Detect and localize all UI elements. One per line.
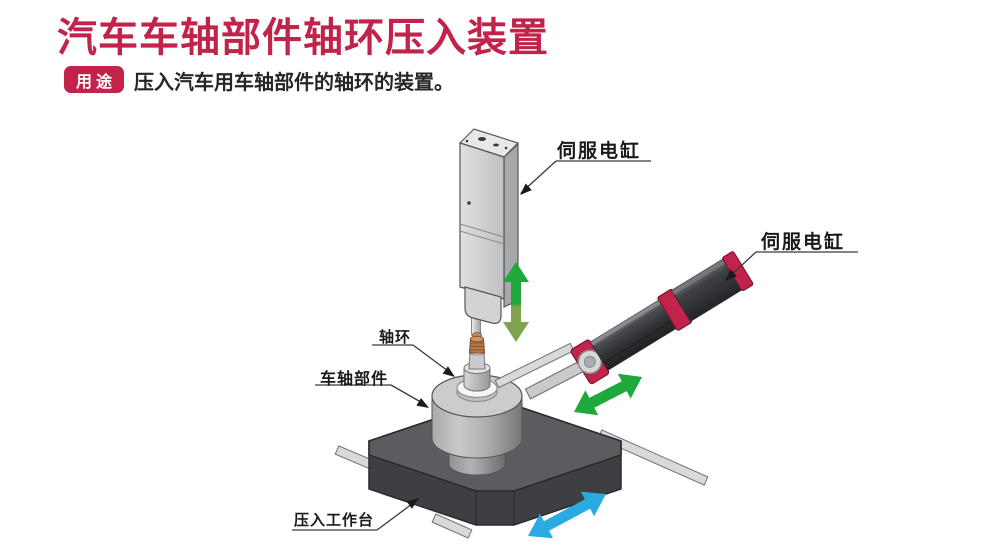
vcyl-seam-2	[459, 230, 505, 245]
hcyl-bearing-inner	[583, 355, 596, 368]
rail-front-left-stub	[431, 513, 473, 539]
vcyl-seam-1	[459, 223, 505, 238]
page-title: 汽车车轴部件轴环压入装置	[57, 15, 549, 61]
label-collar: 轴环	[379, 328, 412, 346]
leader-table	[376, 500, 417, 531]
hcyl-tube-highlight	[590, 299, 662, 346]
arrowhead-servo-top	[520, 183, 532, 195]
vcyl-top-hole-2	[493, 143, 499, 147]
vcyl-slider-block	[464, 286, 502, 324]
vcyl-top-dot-1	[465, 139, 469, 143]
hcyl-tube-groove	[602, 319, 673, 364]
vcyl-top-hole-1	[478, 137, 486, 141]
label-servo-cylinder-right: 伺服电缸	[761, 231, 846, 253]
collar-tip-top	[470, 335, 484, 343]
label-servo-cylinder-top: 伺服电缸	[557, 140, 642, 162]
axle-hub	[463, 367, 491, 392]
rail-right	[597, 429, 709, 486]
vcyl-screw	[467, 201, 471, 205]
horizontal-servo-cylinder-graphic	[570, 251, 754, 385]
arrowhead-collar	[442, 366, 455, 377]
cylinder-motion-arrow	[574, 373, 642, 416]
arrowhead-axle	[416, 397, 429, 408]
hcyl-motor-highlight	[671, 258, 728, 295]
vertical-servo-cylinder-graphic	[458, 128, 520, 324]
vcyl-front-face	[459, 142, 505, 300]
arrowhead-table	[406, 498, 419, 509]
purpose-description: 压入汽车用车轴部件的轴环的装置。	[134, 70, 454, 94]
leader-collar	[412, 344, 453, 375]
vertical-motion-arrow	[503, 262, 529, 342]
guide-rails	[334, 429, 709, 539]
leader-arrowheads	[406, 183, 737, 509]
table-motion-arrow	[528, 491, 606, 539]
arrowhead-servo-right	[725, 269, 737, 281]
label-axle-part: 车轴部件	[320, 369, 389, 388]
label-press-worktable: 压入工作台	[294, 511, 375, 529]
vcyl-top-dot-2	[504, 146, 508, 150]
purpose-badge: 用途	[64, 66, 124, 93]
